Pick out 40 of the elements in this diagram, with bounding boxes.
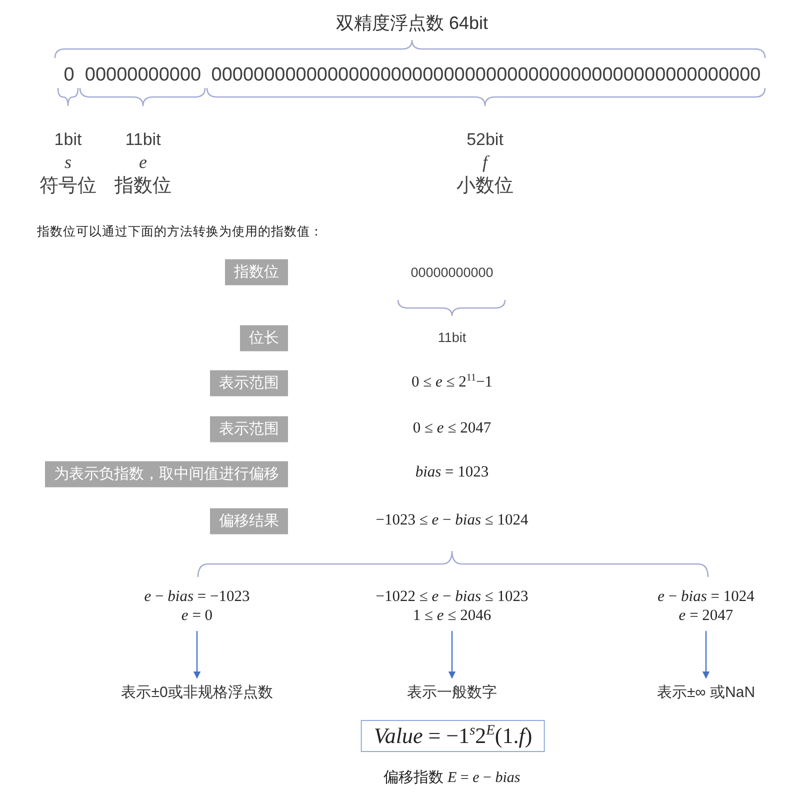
bit-count: 11bit bbox=[125, 130, 161, 150]
bit-string: 0000000000000000000000000000000000000000000000000000 bbox=[211, 64, 761, 88]
intro-sentence: 指数位可以通过下面的方法转换为使用的指数值： bbox=[37, 224, 323, 240]
row-heading: 为表示负指数，取中间值进行偏移 bbox=[45, 461, 288, 487]
result-text: 表示一般数字 bbox=[407, 684, 497, 702]
row-heading: 偏移结果 bbox=[210, 508, 288, 534]
equation: 1 ≤ e ≤ 2046 bbox=[412, 606, 492, 625]
variable-symbol: s bbox=[64, 152, 72, 174]
variable-symbol: e bbox=[139, 152, 147, 174]
equation: e = 0 bbox=[180, 606, 214, 625]
row-heading: 位长 bbox=[240, 325, 288, 351]
result-text: 表示±∞ 或NaN bbox=[656, 684, 756, 702]
formula: 0 ≤ e ≤ 2047 bbox=[412, 420, 492, 438]
equation: e = 2047 bbox=[678, 606, 734, 625]
row-heading: 指数位 bbox=[225, 259, 288, 285]
formula-note: 偏移指数 E = e − bias bbox=[384, 769, 520, 787]
arrow bbox=[702, 631, 710, 679]
formula-box: Value = −1$^{s}$2$^{E}$(1.f) bbox=[360, 720, 546, 752]
result-text: 表示±0或非规格浮点数 bbox=[121, 684, 273, 702]
formula: 0 ≤ e ≤ 2$^{11}$−1 bbox=[411, 374, 493, 392]
arrow bbox=[448, 631, 456, 679]
bit-count: 11bit bbox=[438, 330, 466, 346]
diagram-title: 双精度浮点数 64bit bbox=[336, 13, 488, 35]
equation: e − bias = −1023 bbox=[144, 587, 250, 606]
bit-string: 00000000000 bbox=[84, 64, 202, 88]
formula: bias = 1023 bbox=[415, 464, 489, 482]
bit-count: 52bit bbox=[466, 130, 504, 150]
bit-string: 0 bbox=[64, 64, 74, 88]
equation: −1022 ≤ e − bias ≤ 1023 bbox=[376, 587, 528, 606]
row-heading: 表示范围 bbox=[210, 416, 288, 442]
bit-string: 00000000000 bbox=[410, 264, 494, 282]
field-name: 指数位 bbox=[114, 176, 172, 198]
equation: e − bias = 1024 bbox=[658, 587, 754, 606]
row-heading: 表示范围 bbox=[210, 370, 288, 396]
formula: −1023 ≤ e − bias ≤ 1024 bbox=[376, 512, 528, 530]
variable-symbol: f bbox=[482, 152, 488, 174]
bit-count: 1bit bbox=[54, 130, 82, 150]
field-name: 符号位 bbox=[40, 176, 96, 198]
arrow bbox=[193, 631, 201, 679]
field-name: 小数位 bbox=[456, 176, 514, 198]
